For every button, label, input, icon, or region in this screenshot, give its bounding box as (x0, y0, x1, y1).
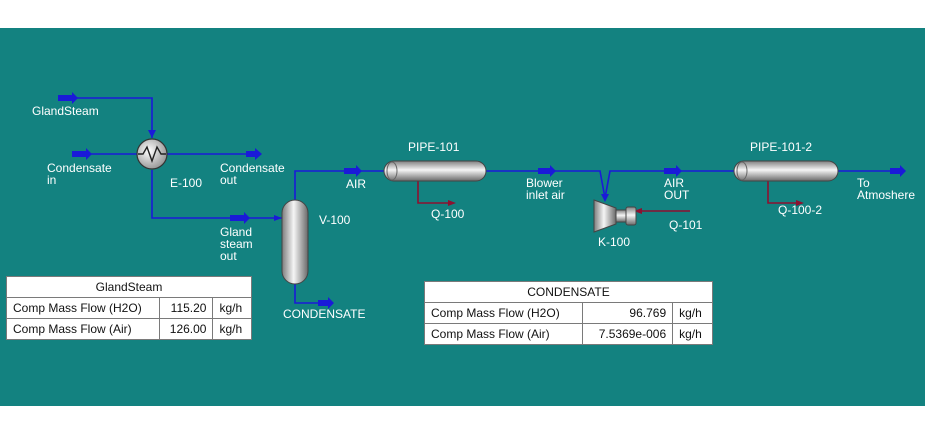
arrow-q100 (448, 200, 456, 206)
flowsheet-canvas[interactable]: GlandSteam Condensate in E-100 Condensat… (0, 28, 925, 406)
label-q101: Q-101 (669, 218, 703, 232)
table-row: Comp Mass Flow (Air) 126.00 kg/h (6, 318, 252, 340)
compressor-k100-icon[interactable] (593, 199, 637, 233)
row-value: 96.769 (582, 302, 674, 324)
label-air-out: AIR OUT (664, 176, 690, 202)
label-v100: V-100 (319, 213, 351, 227)
label-air: AIR (346, 177, 367, 191)
stream-glandsteam[interactable] (72, 97, 153, 138)
table-row: Comp Mass Flow (H2O) 96.769 kg/h (423, 302, 713, 324)
heat-exchanger-e100-icon[interactable] (136, 138, 168, 170)
pipe-101-icon[interactable] (383, 160, 487, 182)
label-e100: E-100 (170, 176, 203, 190)
row-name: Comp Mass Flow (H2O) (6, 297, 160, 319)
arrow-k100-inlet (601, 194, 609, 202)
arrow-q101 (634, 208, 642, 214)
table-condensate: CONDENSATE Comp Mass Flow (H2O) 96.769 k… (423, 281, 713, 345)
energy-stream-q100-2[interactable] (767, 181, 798, 204)
stream-air-out[interactable] (604, 170, 734, 199)
row-name: Comp Mass Flow (Air) (6, 318, 160, 340)
label-to-atmosphere: To Atmoshere (857, 176, 916, 202)
row-unit: kg/h (212, 318, 252, 340)
arrow-glandsteam (58, 92, 78, 104)
arrow-air (344, 165, 362, 177)
table-glandsteam: GlandSteam Comp Mass Flow (H2O) 115.20 k… (6, 276, 252, 340)
label-blower-inlet-air: Blower inlet air (526, 176, 565, 202)
table-row: Comp Mass Flow (Air) 7.5369e-006 kg/h (423, 323, 713, 345)
label-q100: Q-100 (431, 207, 465, 221)
arrow-blower-inlet-air (538, 165, 556, 177)
label-pipe101: PIPE-101 (408, 140, 460, 154)
arrow-condensate (318, 297, 334, 309)
arrow-glandsteam-down (148, 130, 156, 138)
arrow-condensate-in (72, 148, 92, 160)
label-condensate-in: Condensate in (47, 161, 112, 187)
row-value: 126.00 (158, 318, 214, 340)
row-unit: kg/h (212, 297, 252, 319)
arrow-q100-2 (796, 200, 804, 206)
label-condensate-out: Condensate out (220, 161, 285, 187)
row-unit: kg/h (672, 323, 713, 345)
table-title: CONDENSATE (424, 281, 713, 303)
separator-v100-icon[interactable] (281, 199, 309, 285)
pipe-101-2-icon[interactable] (733, 160, 839, 182)
row-name: Comp Mass Flow (H2O) (423, 302, 584, 324)
arrow-gland-steam-out (230, 212, 250, 224)
table-title: GlandSteam (6, 276, 252, 298)
label-condensate: CONDENSATE (283, 307, 366, 321)
row-value: 7.5369e-006 (582, 323, 674, 345)
stream-blower-inlet-air-feed[interactable] (556, 170, 606, 199)
process-flow-diagram[interactable] (0, 28, 925, 406)
arrow-condensate-out (246, 148, 262, 160)
table-row: Comp Mass Flow (H2O) 115.20 kg/h (6, 297, 252, 319)
label-pipe101-2: PIPE-101-2 (750, 140, 813, 154)
stream-air[interactable] (294, 170, 384, 200)
row-value: 115.20 (158, 297, 214, 319)
arrow-to-atmosphere (890, 165, 906, 177)
label-q100-2: Q-100-2 (778, 203, 823, 217)
label-gland-steam-out: Gland steam out (220, 225, 253, 263)
label-glandsteam: GlandSteam (32, 104, 99, 118)
arrow-feed-v100 (274, 215, 282, 221)
row-unit: kg/h (672, 302, 713, 324)
label-k100: K-100 (598, 235, 631, 249)
row-name: Comp Mass Flow (Air) (423, 323, 584, 345)
arrow-air-out (664, 165, 682, 177)
stream-condensate[interactable] (294, 284, 328, 304)
energy-stream-q100[interactable] (417, 181, 450, 204)
